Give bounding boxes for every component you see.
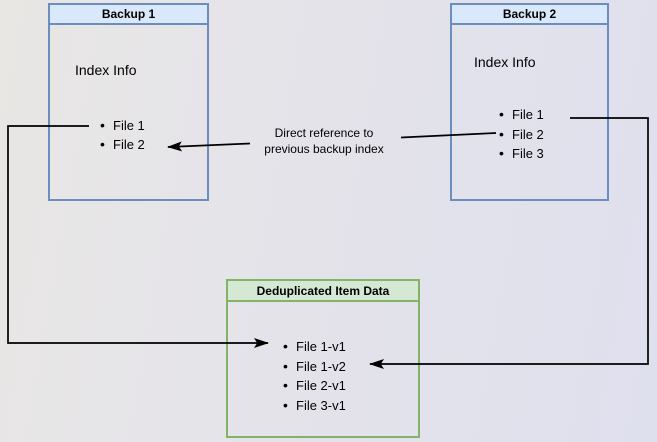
file-list-item: File 1 — [100, 116, 145, 135]
backup2-index-label: Index Info — [474, 54, 536, 70]
file-list-item: File 2-v1 — [283, 376, 346, 396]
backup1-title: Backup 1 — [50, 5, 207, 25]
file-list-item: File 1-v1 — [283, 337, 346, 357]
backup1-file-list: File 1 File 2 — [100, 116, 145, 154]
backup2-box: Backup 2 Index Info File 1 File 2 File 3 — [450, 3, 609, 201]
file-list-item: File 3 — [499, 144, 544, 164]
annotation-line: Direct reference to — [274, 126, 374, 140]
backup2-file-list: File 1 File 2 File 3 — [499, 105, 544, 164]
file-list-item: File 1 — [499, 105, 544, 125]
dedup-title: Deduplicated Item Data — [228, 281, 418, 302]
file-list-item: File 2 — [100, 135, 145, 154]
backup2-title: Backup 2 — [452, 5, 607, 25]
backup1-index-label: Index Info — [75, 62, 137, 78]
direct-reference-annotation: Direct reference to previous backup inde… — [239, 125, 409, 157]
backup1-box: Backup 1 Index Info File 1 File 2 — [48, 3, 209, 201]
dedup-file-list: File 1-v1 File 1-v2 File 2-v1 File 3-v1 — [283, 337, 346, 416]
deduplicated-item-data-box: Deduplicated Item Data File 1-v1 File 1-… — [226, 279, 420, 438]
file-list-item: File 1-v2 — [283, 357, 346, 377]
file-list-item: File 2 — [499, 125, 544, 145]
file-list-item: File 3-v1 — [283, 396, 346, 416]
annotation-line: previous backup index — [264, 142, 384, 156]
